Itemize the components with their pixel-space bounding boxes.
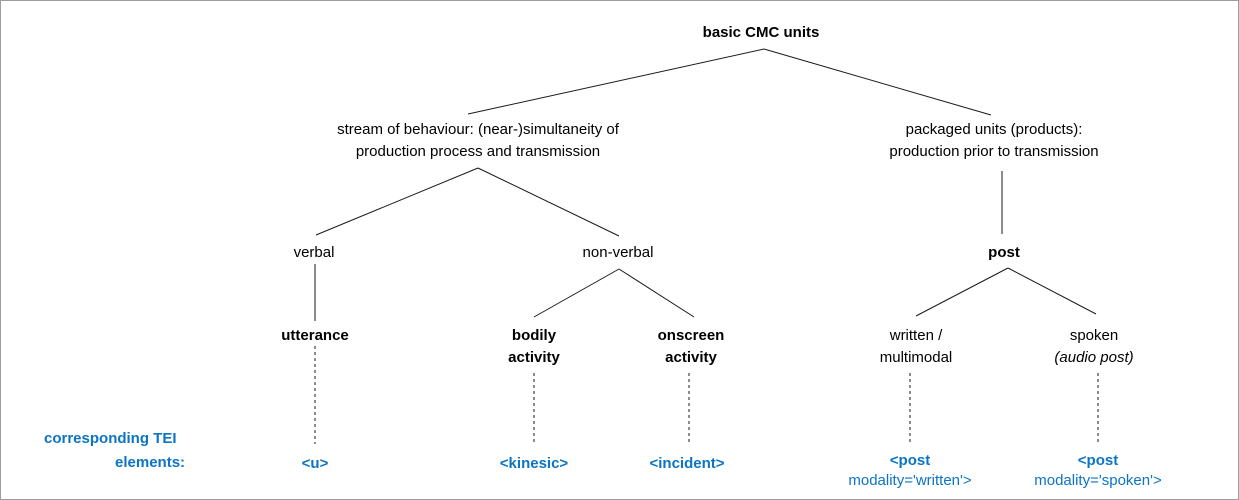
tei-post-written-line1: <post bbox=[889, 452, 931, 469]
edge-post-written bbox=[915, 267, 1009, 317]
node-written-line1: written / bbox=[889, 327, 943, 344]
tei-element-u: <u> bbox=[301, 455, 329, 472]
node-stream-line1: stream of behaviour: (near-)simultaneity… bbox=[337, 121, 619, 138]
node-packaged-units: packaged units (products): production pr… bbox=[834, 119, 1154, 163]
tei-caption-line2: elements: bbox=[115, 454, 186, 471]
node-basic-cmc-units: basic CMC units bbox=[702, 24, 820, 41]
tei-element-incident: <incident> bbox=[649, 455, 725, 472]
node-utterance: utterance bbox=[281, 327, 349, 344]
node-onscreen-activity: onscreen activity bbox=[626, 325, 756, 369]
node-packaged-line1: packaged units (products): bbox=[905, 121, 1083, 138]
tei-post-spoken-line1: <post bbox=[1077, 452, 1119, 469]
node-bodily-line2: activity bbox=[508, 349, 560, 366]
edge-stream-verbal bbox=[315, 167, 479, 236]
node-onscreen-line1: onscreen bbox=[657, 327, 725, 344]
edge-post-spoken bbox=[1007, 267, 1097, 315]
tei-caption-line1: corresponding TEI bbox=[44, 430, 177, 447]
node-stream-of-behaviour: stream of behaviour: (near-)simultaneity… bbox=[278, 119, 678, 163]
node-spoken-audio-post: spoken (audio post) bbox=[1014, 325, 1174, 369]
tei-element-post-spoken: <post modality='spoken'> bbox=[1008, 451, 1188, 491]
node-spoken-line2: (audio post) bbox=[1054, 349, 1134, 366]
edge-stream-nonverbal bbox=[477, 167, 620, 237]
tei-post-written-line2: modality='written'> bbox=[848, 472, 972, 489]
node-written-line2: multimodal bbox=[879, 349, 953, 366]
tei-element-kinesic: <kinesic> bbox=[499, 455, 569, 472]
edge-root-stream bbox=[467, 48, 765, 115]
node-stream-line2: production process and transmission bbox=[355, 143, 601, 160]
tei-post-spoken-line2: modality='spoken'> bbox=[1034, 472, 1162, 489]
node-packaged-line2: production prior to transmission bbox=[889, 143, 1099, 160]
node-onscreen-line2: activity bbox=[665, 349, 717, 366]
edge-nonverbal-onscreen bbox=[618, 268, 695, 318]
node-bodily-line1: bodily bbox=[511, 327, 557, 344]
edge-nonverbal-bodily bbox=[533, 268, 620, 318]
node-non-verbal: non-verbal bbox=[582, 244, 654, 261]
node-written-multimodal: written / multimodal bbox=[836, 325, 996, 369]
node-bodily-activity: bodily activity bbox=[474, 325, 594, 369]
node-post: post bbox=[988, 244, 1020, 261]
node-spoken-line1: spoken bbox=[1069, 327, 1119, 344]
tei-element-post-written: <post modality='written'> bbox=[825, 451, 995, 491]
node-verbal: verbal bbox=[293, 244, 335, 261]
edge-root-packaged bbox=[763, 48, 992, 116]
